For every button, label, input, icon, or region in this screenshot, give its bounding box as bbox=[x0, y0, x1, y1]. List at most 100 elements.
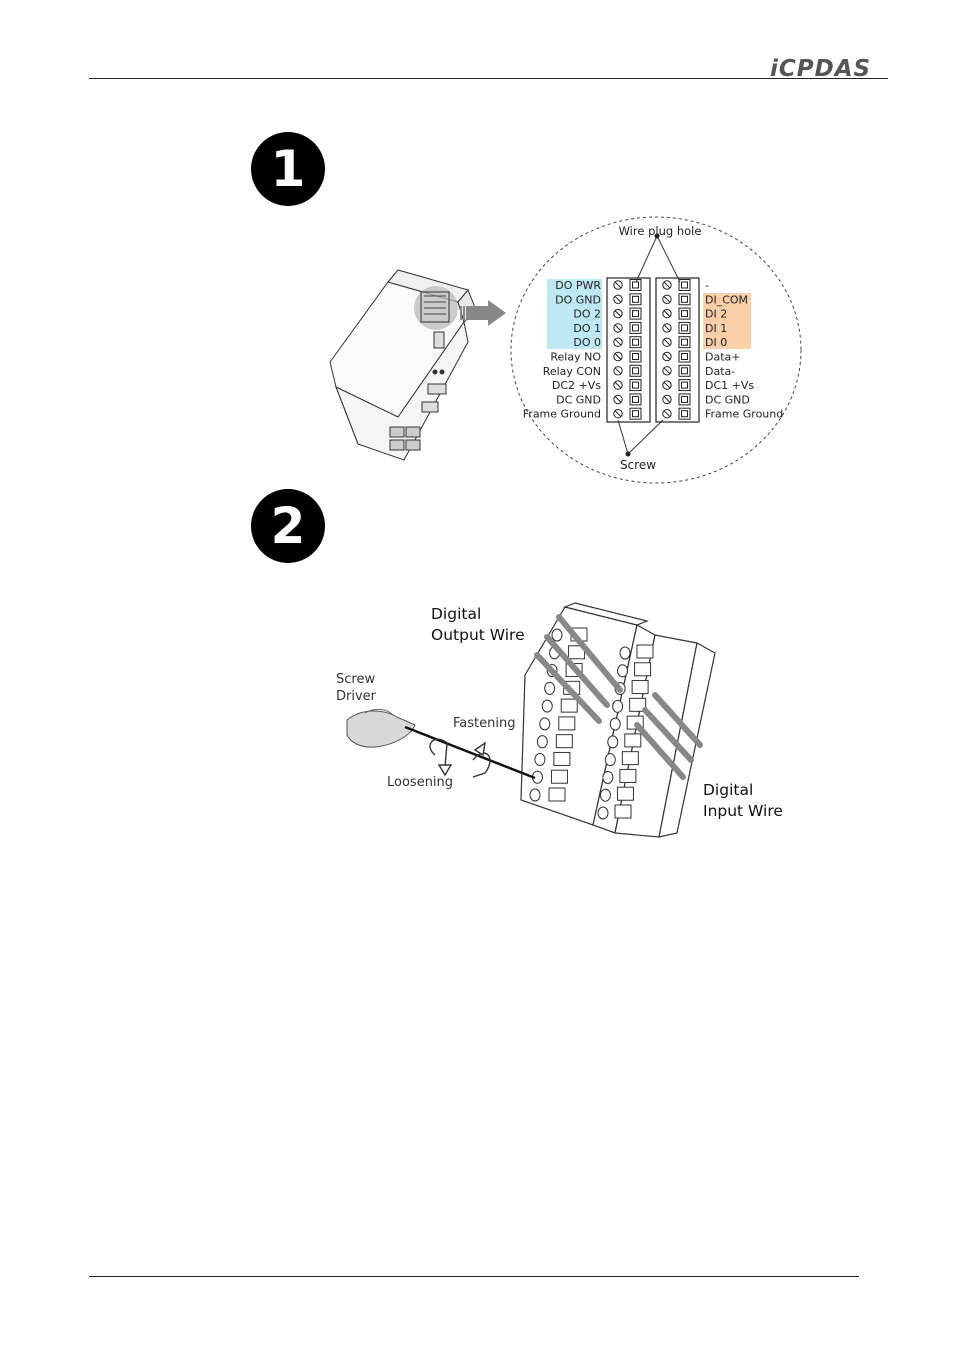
right-terminal-label: DI 0 bbox=[705, 336, 727, 349]
screw-slot bbox=[614, 367, 622, 375]
right-terminal-label: Data- bbox=[705, 365, 735, 378]
screw-label: Screw bbox=[620, 458, 656, 472]
wire-plug-hole-icon bbox=[629, 364, 642, 377]
rotation-arrows-icon bbox=[429, 738, 491, 778]
wire-plug-hole-icon bbox=[634, 662, 652, 677]
screw-slot bbox=[614, 381, 622, 389]
screw-icon bbox=[534, 752, 546, 766]
screw-icon bbox=[604, 753, 616, 767]
wire-plug-hole-icon bbox=[619, 768, 637, 783]
wire-plug-hole-icon bbox=[678, 379, 691, 392]
wire-plug-hole-icon bbox=[621, 751, 639, 766]
screw-slot bbox=[614, 310, 622, 317]
terminal-slots bbox=[529, 627, 654, 820]
screw-slot bbox=[663, 367, 671, 375]
left-terminal-label: DC GND bbox=[556, 393, 601, 406]
wire-plug-hole-icon bbox=[629, 393, 642, 406]
do-highlight bbox=[547, 279, 602, 349]
wire-plug-hole-icon bbox=[678, 279, 691, 291]
screwdriver-icon bbox=[346, 708, 536, 780]
wire-plug-hole-icon bbox=[629, 350, 642, 363]
wire-plug-hole-inner bbox=[632, 295, 639, 303]
screw-icon bbox=[599, 788, 611, 802]
right-terminal-label: DI 1 bbox=[705, 322, 727, 335]
wire-plug-hole-icon bbox=[678, 393, 691, 406]
wire-plug-hole-icon bbox=[548, 787, 566, 802]
left-terminal-label: DO 2 bbox=[573, 308, 601, 321]
wire-plug-hole-icon bbox=[568, 645, 586, 660]
wire-plug-hole-inner bbox=[681, 338, 688, 346]
screw-slot bbox=[614, 396, 622, 403]
screw-slot bbox=[614, 295, 622, 303]
left-terminal-label: DC2 +Vs bbox=[552, 379, 601, 392]
wire-plug-hole-inner bbox=[681, 381, 688, 389]
footer-rule bbox=[89, 1276, 859, 1277]
logo-text: iCPDAS bbox=[770, 56, 871, 79]
left-terminal-label: DO 0 bbox=[573, 336, 601, 349]
left-terminal-label: DO PWR bbox=[555, 279, 601, 292]
wire-plug-hole-inner bbox=[632, 324, 639, 332]
right-terminal-label: DI_COM bbox=[705, 293, 748, 306]
screw-slot bbox=[663, 381, 671, 389]
screw-icon bbox=[541, 699, 553, 713]
wire-plug-hole-inner bbox=[632, 338, 639, 346]
step-1-number: 1 bbox=[271, 140, 306, 198]
wire-plug-hole-icon bbox=[560, 698, 578, 713]
left-terminal-label: Frame Ground bbox=[523, 408, 601, 421]
wire-plug-hole-icon bbox=[629, 379, 642, 392]
wire-plug-hole-icon bbox=[629, 307, 642, 320]
wire-plug-hole-icon bbox=[629, 336, 642, 349]
wire-plug-hole-inner bbox=[632, 367, 639, 375]
screw-slot bbox=[614, 353, 622, 360]
digital-output-wire-label-line2: Output Wire bbox=[431, 626, 525, 644]
wire-plug-hole-inner bbox=[681, 353, 688, 360]
screw-driver-label-line1: Screw bbox=[336, 672, 375, 687]
right-terminal-label: DC GND bbox=[705, 393, 750, 406]
screw-slot bbox=[663, 310, 671, 317]
wire-plug-hole-icon bbox=[558, 716, 576, 731]
screw-slot bbox=[614, 410, 622, 418]
digital-output-wire-label-line1: Digital bbox=[431, 605, 481, 623]
screw-slot bbox=[614, 281, 622, 289]
left-terminal-label: Relay CON bbox=[543, 365, 601, 378]
screw-slot bbox=[663, 338, 671, 346]
screw-icon bbox=[607, 735, 619, 749]
screw-icon bbox=[539, 717, 551, 731]
screw-slot bbox=[663, 281, 671, 289]
wire-plug-hole-icon bbox=[614, 804, 632, 819]
wire-plug-hole-inner bbox=[681, 281, 688, 289]
screw-icon bbox=[612, 699, 624, 713]
zoom-arrow-icon bbox=[460, 300, 506, 326]
screw-driver-label-line2: Driver bbox=[336, 689, 377, 704]
right-terminal-label: - bbox=[705, 279, 709, 292]
wire-plug-hole-icon bbox=[629, 279, 642, 291]
left-terminal-label: Relay NO bbox=[550, 351, 601, 364]
screw-slot bbox=[614, 324, 622, 332]
di-highlight bbox=[703, 293, 751, 349]
wire-plug-hole-icon bbox=[678, 364, 691, 377]
wire-plug-hole-inner bbox=[681, 367, 688, 375]
digital-input-wires bbox=[634, 692, 703, 780]
wire-plug-hole-inner bbox=[681, 410, 688, 418]
wire-plug-hole-icon bbox=[678, 321, 691, 334]
wiring-figure: Digital Output Wire Screw Driver Fasteni… bbox=[336, 602, 783, 838]
wire-plug-hole-inner bbox=[632, 381, 639, 389]
digital-input-wire-label-line2: Input Wire bbox=[703, 802, 783, 820]
wire-plug-hole-inner bbox=[632, 353, 639, 360]
wire-plug-hole-icon bbox=[629, 321, 642, 334]
wire-plug-hole-icon bbox=[678, 307, 691, 320]
screw-slot bbox=[614, 338, 622, 346]
step-2-badge: 2 bbox=[251, 489, 325, 563]
screw-icon bbox=[617, 664, 629, 678]
screw-icon bbox=[609, 717, 621, 731]
screw-icon bbox=[602, 770, 614, 784]
screw-slot bbox=[663, 324, 671, 332]
screw-icon bbox=[544, 681, 556, 695]
wire-plug-hole-inner bbox=[681, 310, 688, 318]
header-rule bbox=[89, 78, 888, 79]
wire-plug-hole-inner bbox=[681, 295, 688, 303]
step-1-badge: 1 bbox=[251, 132, 325, 206]
